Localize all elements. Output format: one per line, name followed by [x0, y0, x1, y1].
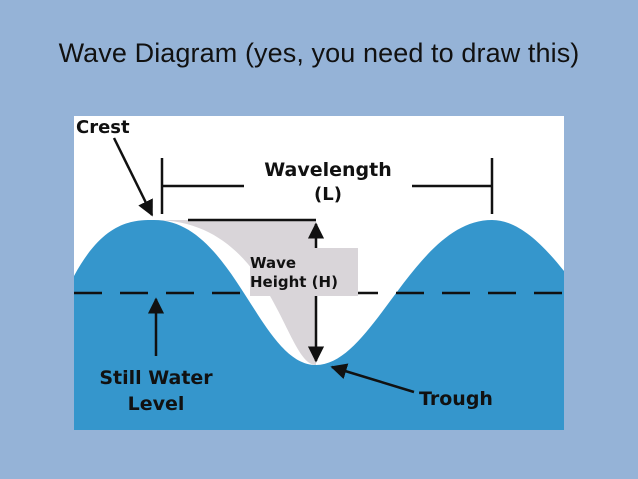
wave-height-symbol-label: Height (H) [250, 273, 338, 291]
wave-diagram-svg: Wavelength (L) Wave Height (H) Crest Sti… [74, 117, 564, 430]
wave-height-label: Wave [250, 254, 296, 272]
still-water-label: Still Water [99, 367, 213, 389]
wave-diagram: Wavelength (L) Wave Height (H) Crest Sti… [74, 116, 564, 430]
water-body [74, 220, 564, 430]
wavelength-symbol-label: (L) [314, 184, 342, 205]
crest-label: Crest [76, 117, 130, 138]
wave-height-label-backdrop [250, 248, 358, 296]
trough-arrow [330, 363, 415, 394]
crest-arrow [112, 137, 154, 217]
trough-label: Trough [419, 388, 493, 410]
wavelength-label-backdrop [244, 156, 412, 208]
still-water-level-label: Level [128, 393, 185, 415]
wavelength-label: Wavelength [264, 159, 392, 181]
slide-title: Wave Diagram (yes, you need to draw this… [58, 38, 580, 68]
